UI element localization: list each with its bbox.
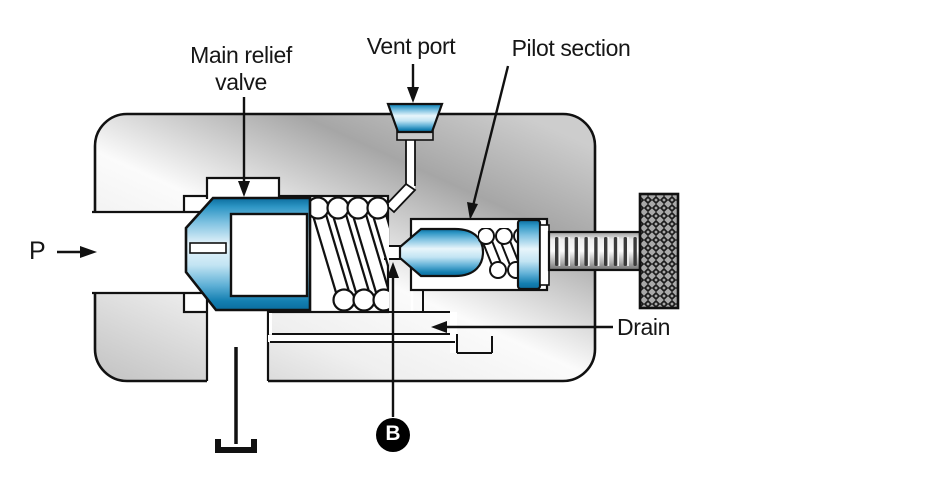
label-vent-port: Vent port: [366, 33, 456, 59]
pilot-spring-disc: [516, 218, 542, 291]
label-drain: Drain: [617, 314, 670, 340]
vent-port-fitting: [386, 102, 444, 141]
label-port-p: P: [29, 237, 46, 265]
label-pilot-section: Pilot section: [511, 35, 631, 61]
poppet-window: [229, 212, 309, 298]
main-spring: [309, 197, 389, 311]
annotation-arrows: [57, 64, 613, 417]
main-relief-poppet: [184, 196, 312, 312]
knurled-knob: [638, 192, 680, 310]
spring-seat-washer: [539, 224, 550, 286]
pilot-spring: [478, 228, 519, 279]
label-main-relief-line1: Main relief: [190, 42, 292, 68]
drain-passage: [268, 291, 493, 354]
tank-symbol: [215, 347, 257, 453]
poppet-orifice: [189, 242, 227, 254]
vent-channel: [384, 138, 417, 214]
label-port-b: B: [385, 422, 401, 445]
port-b-badge: [376, 418, 410, 452]
pilot-poppet: [398, 227, 485, 278]
arrowheads: [80, 87, 478, 333]
adjustment-screw: [547, 230, 642, 272]
label-main-relief-valve: Main relief valve: [190, 42, 292, 96]
pilot-section-arrow: [471, 65, 510, 207]
label-main-relief-line2: valve: [215, 69, 267, 95]
